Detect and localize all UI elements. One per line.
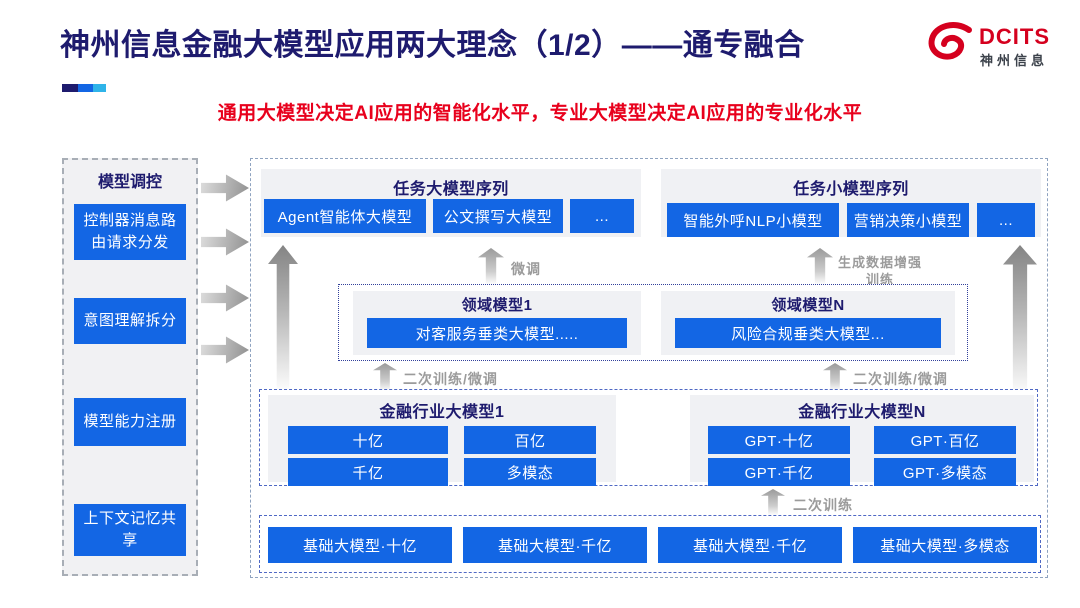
- task-small-model-title: 任务小模型序列: [793, 181, 909, 198]
- fine-tune-label: 微调: [511, 261, 541, 277]
- up-arrow-icon: [823, 363, 847, 391]
- up-arrow-icon: [373, 363, 397, 391]
- accent-bar-cyan: [93, 84, 106, 92]
- task-large-model-panel: 任务大模型序列 Agent智能体大模型 公文撰写大模型 ...: [261, 169, 641, 237]
- logo-brand-cn-text: 神州信息: [980, 53, 1049, 68]
- sidebar-model-control: 模型调控 控制器消息路由请求分发 意图理解拆分 模型能力注册 上下文记忆共享: [62, 158, 198, 576]
- industry-model-1-title: 金融行业大模型1: [379, 404, 505, 421]
- scale-10b-button: 百亿: [464, 426, 596, 454]
- title-accent-bar: [62, 84, 106, 92]
- right-arrow-icon: [201, 284, 249, 312]
- up-arrow-icon: [761, 489, 785, 515]
- secondary-training-left-label: 二次训练/微调: [403, 371, 498, 387]
- task-large-more-button: ...: [570, 199, 634, 233]
- domain-models-box: 领域模型1 对客服务垂类大模型..... 领域模型N 风险合规垂类大模型...: [338, 284, 968, 361]
- marketing-model-button: 营销决策小模型: [847, 203, 969, 237]
- scale-1b-button: 十亿: [288, 426, 448, 454]
- doc-writing-model-button: 公文撰写大模型: [433, 199, 563, 233]
- scale-100b-button: 千亿: [288, 458, 448, 486]
- page-title: 神州信息金融大模型应用两大理念（1/2）——通专融合: [60, 29, 805, 62]
- gpt-10b-button: GPT·百亿: [874, 426, 1016, 454]
- right-arrow-icon: [201, 336, 249, 364]
- dcits-swirl-icon: [925, 20, 975, 71]
- base-model-100b-button: 基础大模型·千亿: [463, 527, 647, 563]
- base-model-multimodal-button: 基础大模型·多模态: [853, 527, 1037, 563]
- secondary-training-right-label: 二次训练/微调: [853, 371, 948, 387]
- domain-model-n-title: 领域模型N: [771, 297, 845, 314]
- secondary-training-bottom-label: 二次训练: [793, 497, 853, 513]
- industry-model-n-title: 金融行业大模型N: [798, 404, 926, 421]
- task-small-model-panel: 任务小模型序列 智能外呼NLP小模型 营销决策小模型 ...: [661, 169, 1041, 237]
- industry-model-n-panel: 金融行业大模型N GPT·十亿 GPT·百亿 GPT·千亿 GPT·多模态: [690, 395, 1034, 486]
- nlp-callout-model-button: 智能外呼NLP小模型: [667, 203, 839, 237]
- risk-compliance-model-button: 风险合规垂类大模型...: [675, 318, 941, 348]
- logo-brand-text: DCITS: [979, 24, 1050, 49]
- up-arrow-icon: [478, 248, 504, 284]
- sidebar-item-context: 上下文记忆共享: [74, 504, 186, 556]
- domain-model-1-panel: 领域模型1 对客服务垂类大模型.....: [353, 291, 641, 355]
- domain-model-1-title: 领域模型1: [461, 297, 533, 314]
- multimodal-button: 多模态: [464, 458, 596, 486]
- gpt-100b-button: GPT·千亿: [708, 458, 850, 486]
- agent-model-button: Agent智能体大模型: [264, 199, 426, 233]
- industry-model-1-panel: 金融行业大模型1 十亿 百亿 千亿 多模态: [268, 395, 616, 486]
- task-small-more-button: ...: [977, 203, 1035, 237]
- up-arrow-icon: [807, 248, 833, 284]
- sidebar-title: 模型调控: [97, 174, 162, 191]
- gen-data-training-label: 生成数据增强训练: [837, 255, 922, 287]
- sidebar-item-intent: 意图理解拆分: [74, 298, 186, 344]
- dcits-logo: DCITS 神州信息: [925, 18, 1075, 72]
- base-model-100b-2-button: 基础大模型·千亿: [658, 527, 842, 563]
- main-diagram-container: 任务大模型序列 Agent智能体大模型 公文撰写大模型 ... 任务小模型序列 …: [250, 158, 1048, 578]
- right-arrow-icon: [201, 174, 249, 202]
- sidebar-item-router: 控制器消息路由请求分发: [74, 204, 186, 260]
- sidebar-item-register: 模型能力注册: [74, 398, 186, 446]
- domain-model-n-panel: 领域模型N 风险合规垂类大模型...: [661, 291, 955, 355]
- slide-subtitle: 通用大模型决定AI应用的智能化水平，专业大模型决定AI应用的专业化水平: [217, 103, 863, 124]
- base-models-box: 基础大模型·十亿 基础大模型·千亿 基础大模型·千亿 基础大模型·多模态: [259, 515, 1041, 573]
- base-model-1b-button: 基础大模型·十亿: [268, 527, 452, 563]
- up-arrow-icon: [268, 245, 298, 391]
- task-large-model-title: 任务大模型序列: [393, 181, 509, 198]
- right-arrow-icon: [201, 228, 249, 256]
- industry-models-box: 金融行业大模型1 十亿 百亿 千亿 多模态 金融行业大模型N GPT·十亿 GP…: [259, 389, 1038, 486]
- accent-bar-navy: [62, 84, 78, 92]
- up-arrow-icon: [1003, 245, 1037, 395]
- gpt-1b-button: GPT·十亿: [708, 426, 850, 454]
- customer-service-model-button: 对客服务垂类大模型.....: [367, 318, 627, 348]
- accent-bar-blue: [78, 84, 93, 92]
- gpt-multimodal-button: GPT·多模态: [874, 458, 1016, 486]
